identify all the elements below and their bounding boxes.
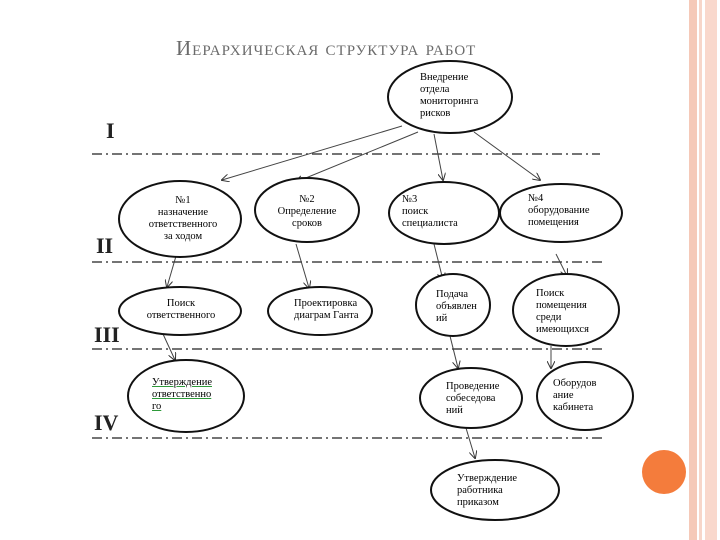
connector [433,243,443,280]
node-n4b [536,361,634,431]
node-n3c-label: Утверждение работника приказом [457,473,517,508]
node-n4-label: №4 оборудование помещения [528,193,590,228]
node-n1b [127,359,245,433]
connector [296,131,419,182]
node-n2a [267,286,373,336]
node-n1 [118,180,242,258]
node-n1-label: №1 назначение ответственного за ходом [148,195,218,242]
node-n3a-label: Подача объявлен ий [436,289,477,324]
connector [473,131,540,180]
node-root-label: Внедрение отдела мониторинга рисков [420,72,479,119]
node-n1a-label: Поиск ответственного [146,298,216,321]
connector [465,427,475,458]
node-n1b-label: Утверждение ответственно го [152,377,212,412]
connector [167,255,177,287]
connector [295,243,309,288]
decor-stripe [699,0,702,540]
node-n4 [499,183,623,243]
node-n3a [415,273,491,337]
decor-circle [642,450,686,494]
decor-stripe [705,0,717,540]
node-n3c [430,459,560,521]
node-n4b-label: Оборудов ание кабинета [553,378,597,413]
connector [449,335,458,368]
decor-stripe [689,0,697,540]
node-n4a [512,273,620,347]
level-label-3: III [94,322,120,347]
connector [162,333,175,360]
node-n2-label: №2 Определение сроков [277,194,337,229]
level-label-1: I [106,118,115,143]
node-n3b [419,367,523,429]
node-n3-label: №3 поиск специалиста [402,194,458,229]
level-label-4: IV [94,410,119,435]
node-n4a-label: Поиск помещения среди имеющихся [536,288,589,335]
node-n2 [254,177,360,243]
node-n2a-label: Проектировка диаграм Ганта [294,298,359,321]
connector [433,133,443,180]
level-label-2: II [96,233,114,258]
node-n1a [118,286,242,336]
connector [222,125,403,180]
node-n3b-label: Проведение собеседова ний [446,381,500,416]
node-root [387,60,513,134]
connector [555,253,567,276]
slide-title: Иерархическая структура работ [176,36,477,60]
